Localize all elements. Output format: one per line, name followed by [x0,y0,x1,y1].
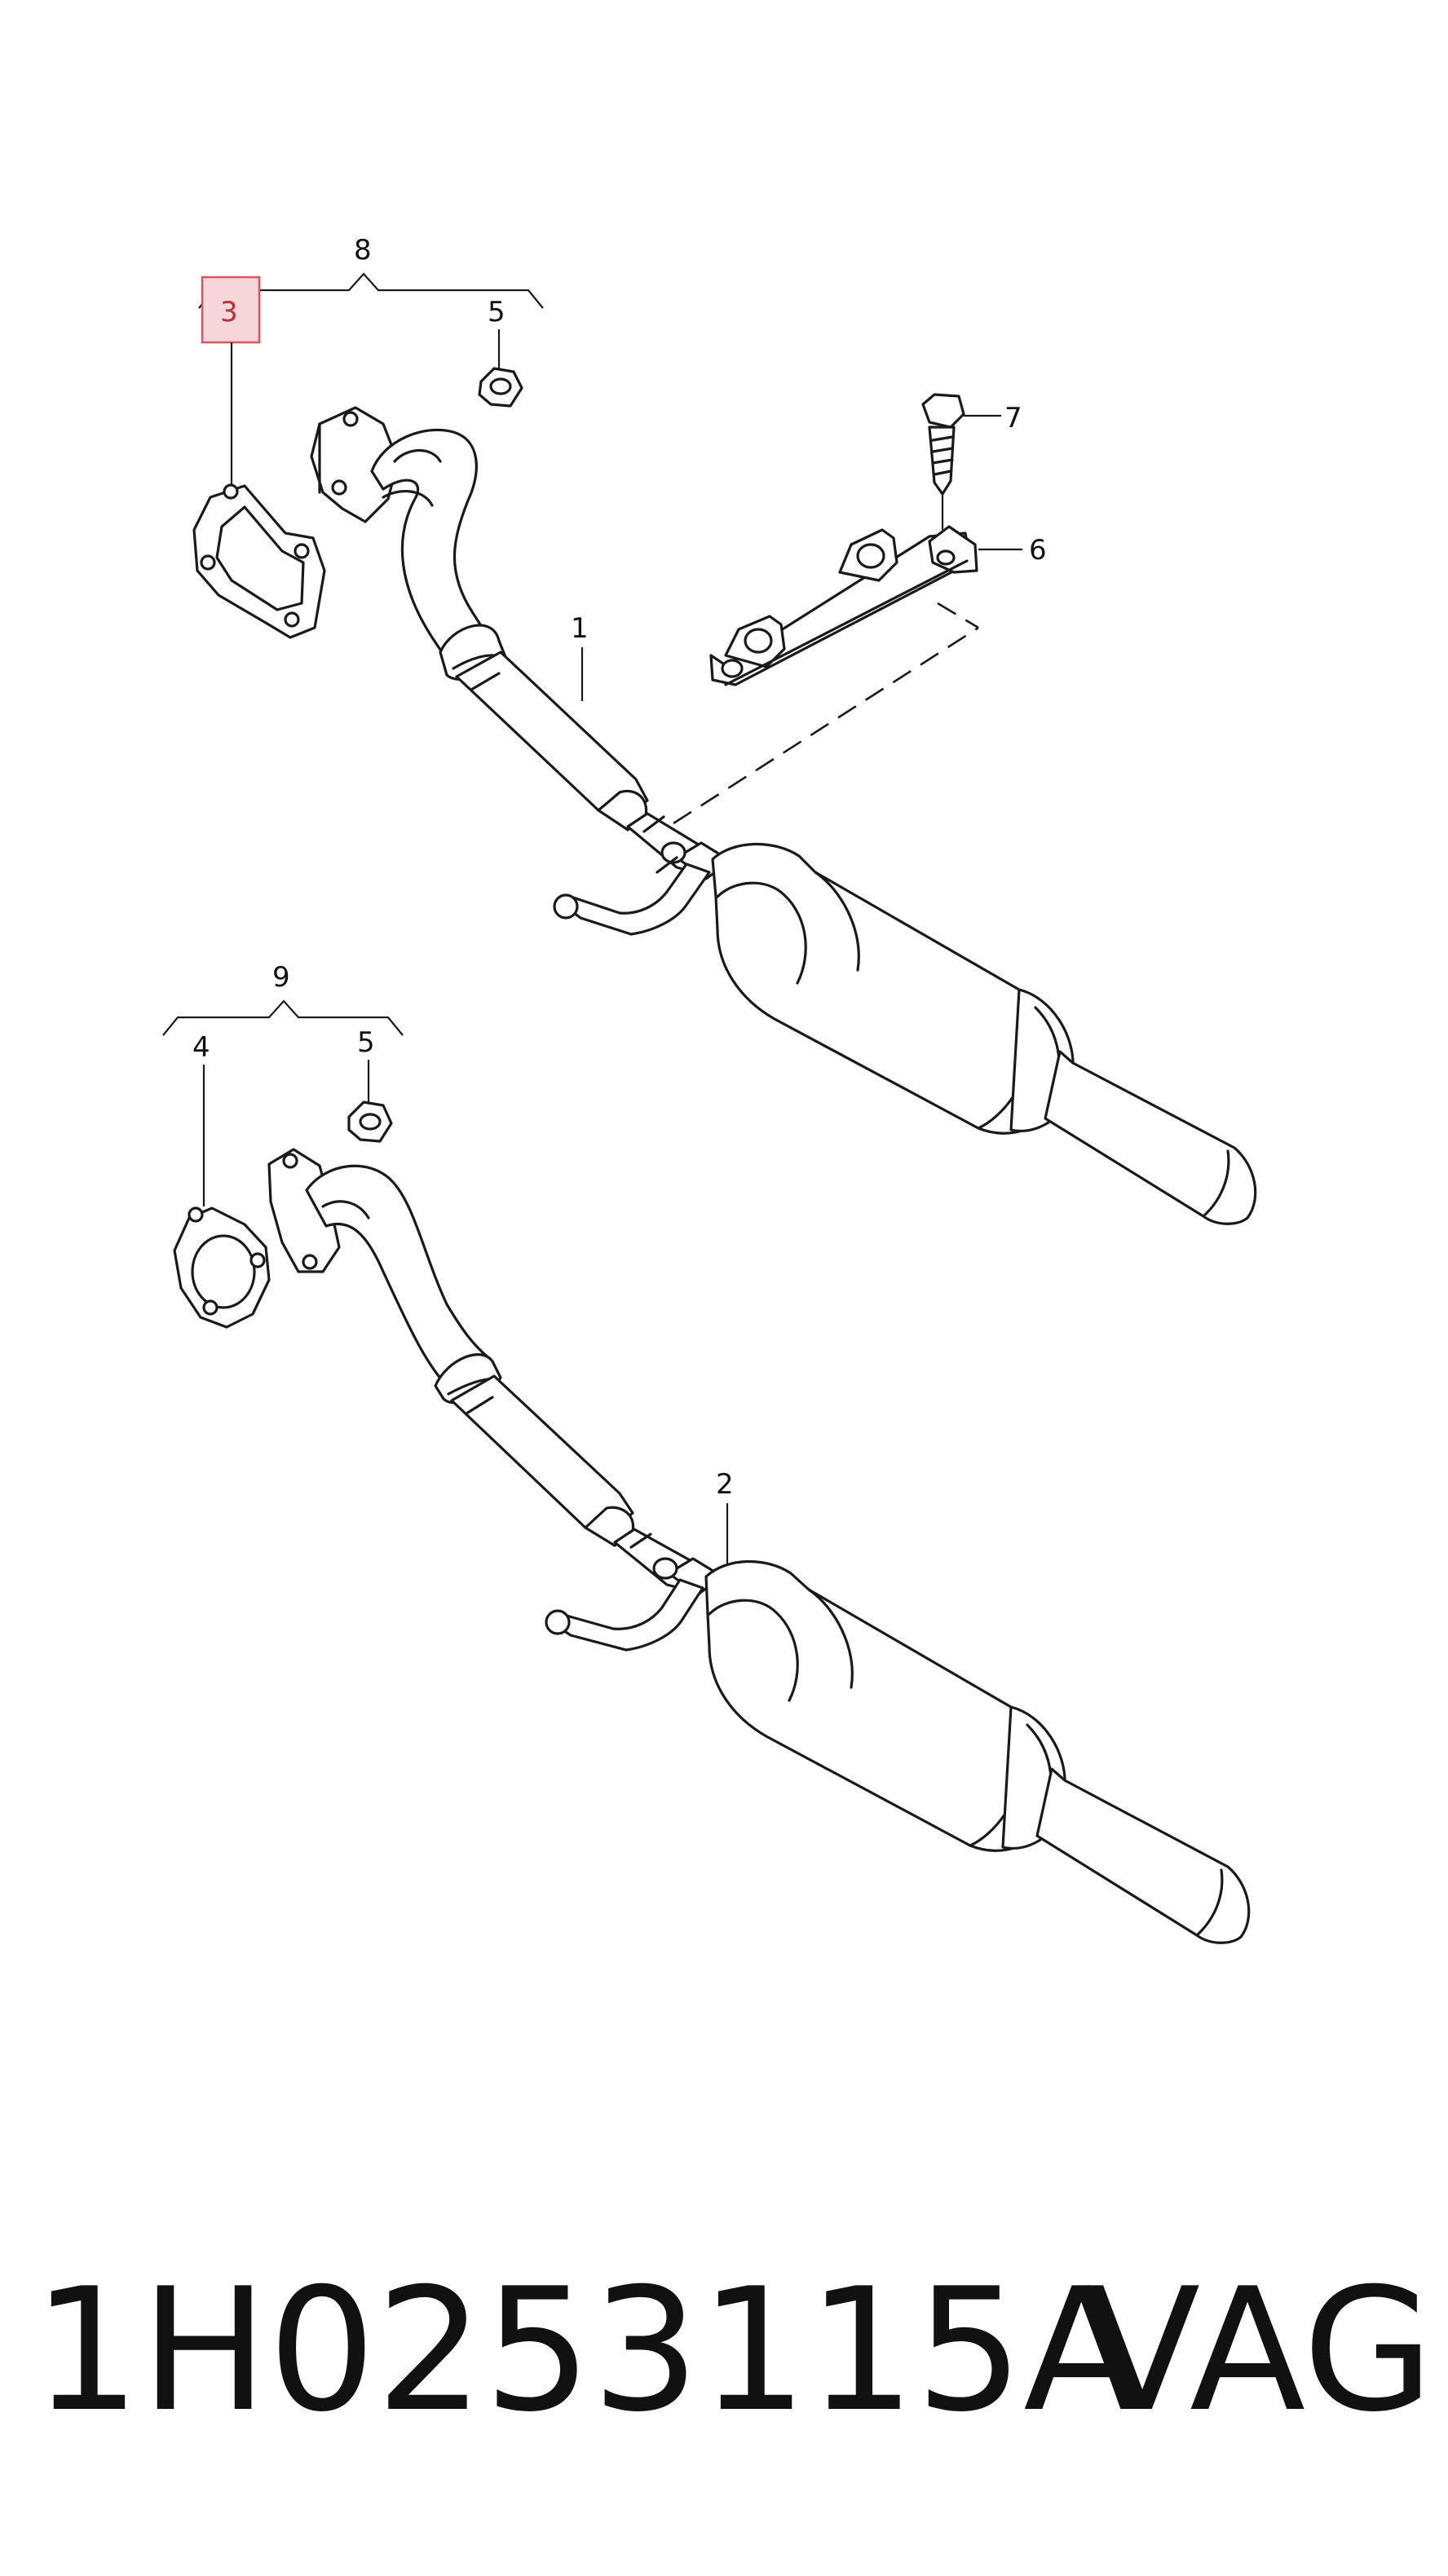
bolt-7[interactable] [921,393,965,496]
callout-2: 2 [716,1468,734,1501]
callout-3: 3 [220,296,238,329]
bracket-6[interactable] [709,525,978,686]
catalytic-converter-lower [704,1559,1251,1944]
gasket-3[interactable] [192,483,326,639]
callout-5-lower: 5 [357,1026,375,1059]
dashed-reference-1b [937,602,979,629]
middle-pipe-1 [455,651,714,874]
callout-8: 8 [354,234,372,267]
callout-7: 7 [1004,402,1022,434]
part-number: 1H0253115A [33,2252,1140,2450]
nut-5-upper[interactable] [478,367,523,408]
front-pipe-upper [370,428,507,681]
dashed-reference-1 [673,626,979,825]
brand-name: VAG [1084,2252,1434,2450]
front-pipe-lower [305,1164,502,1405]
callout-4: 4 [192,1031,210,1064]
nut-5-lower[interactable] [347,1101,393,1143]
callout-6: 6 [1029,534,1047,567]
sensor-tube-lower [545,1557,724,1652]
gasket-4[interactable] [173,1206,271,1329]
callout-5-upper: 5 [488,296,505,329]
bracket-9 [162,999,404,1036]
callout-9: 9 [272,961,290,994]
callout-1: 1 [571,612,589,645]
front-pipe-flange-upper [310,406,400,523]
catalytic-converter-upper [711,842,1257,1225]
sensor-tube-upper [553,841,732,936]
